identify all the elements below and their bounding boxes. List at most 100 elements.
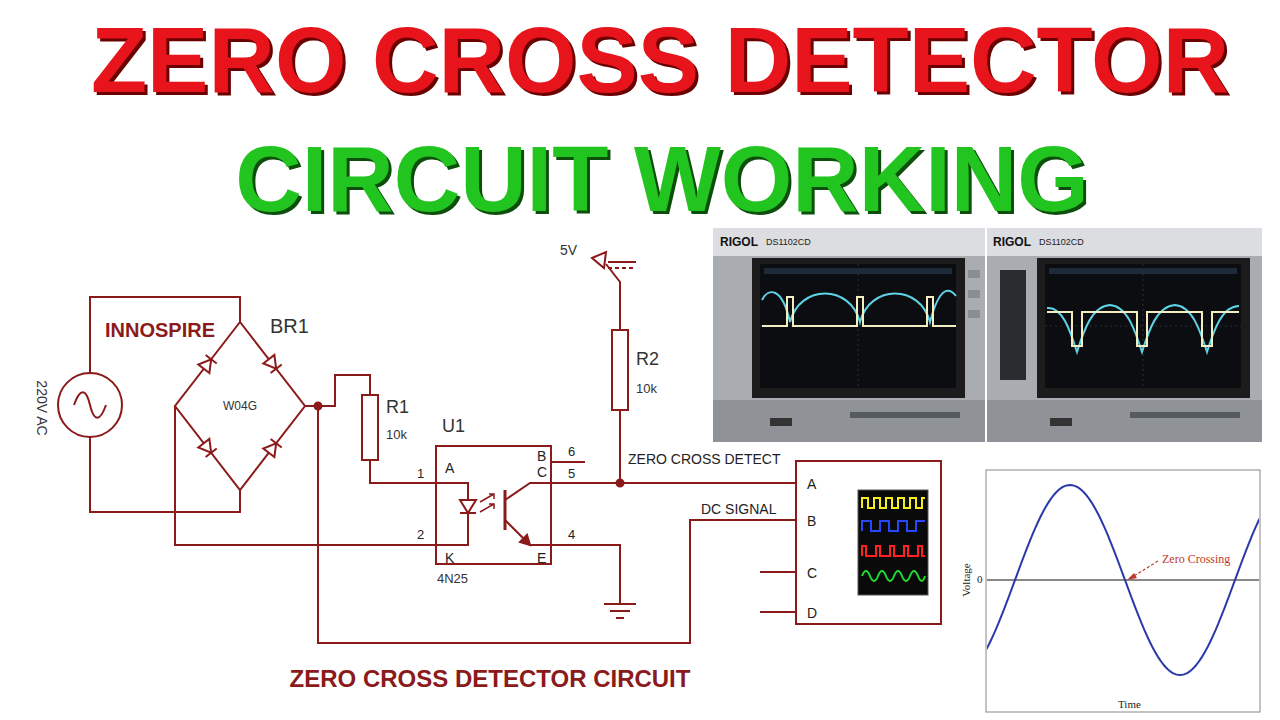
wire xyxy=(552,545,620,603)
diode-symbol xyxy=(198,359,211,373)
photo-ground xyxy=(987,228,1262,442)
scope-top xyxy=(713,228,985,256)
scope-base xyxy=(987,400,1262,442)
screen-bezel xyxy=(1037,258,1250,398)
wire xyxy=(370,460,435,483)
scope-brand: RIGOL xyxy=(993,236,1031,248)
led-symbol xyxy=(460,512,476,514)
led-symbol xyxy=(460,500,476,513)
scope-trace xyxy=(762,297,956,326)
screen-bezel xyxy=(752,258,965,398)
caption: ZERO CROSS DETECTOR CIRCUIT xyxy=(290,667,691,691)
usb-port xyxy=(1050,418,1072,426)
scope-slot xyxy=(850,412,960,418)
ground-symbol xyxy=(604,604,636,618)
trace xyxy=(862,571,925,581)
pin-name: E xyxy=(537,551,546,565)
channel-name: A xyxy=(807,477,816,491)
part-number: 4N25 xyxy=(437,572,468,585)
axis-label: Time xyxy=(1118,699,1141,710)
channel-name: D xyxy=(807,606,817,620)
scope-model: DS1102CD xyxy=(1039,238,1084,247)
pin-wire xyxy=(760,572,795,612)
title: ZERO CROSS DETECTOR xyxy=(91,14,1229,106)
scope-base xyxy=(713,400,985,442)
pin-number: 6 xyxy=(568,445,575,458)
axis-value: 0 xyxy=(977,574,983,585)
part-value: W04G xyxy=(223,400,257,412)
scope-button xyxy=(968,310,980,318)
analyzer-display xyxy=(858,490,928,595)
supply-label: 5V xyxy=(560,243,577,257)
brand-label: INNOSPIRE xyxy=(105,320,215,340)
logic-analyzer-box: A B C D xyxy=(795,460,942,625)
ac-source-wiring xyxy=(58,252,795,618)
scope-brand: RIGOL xyxy=(720,236,758,248)
transistor-symbol xyxy=(504,490,507,530)
photo-ground xyxy=(713,228,985,442)
part-name: R2 xyxy=(636,350,659,368)
status-bar xyxy=(1049,268,1237,274)
pin-wire xyxy=(552,461,585,463)
pin-name: A xyxy=(445,461,454,475)
scope-trace xyxy=(1047,312,1239,346)
optocoupler-box: U1AKBCE xyxy=(435,445,552,565)
part-name: R1 xyxy=(386,398,409,416)
screen-grid xyxy=(1045,264,1241,388)
diode-bar xyxy=(271,439,282,448)
signal-name: ZERO CROSS DETECT xyxy=(627,452,781,466)
part-name: BR1 xyxy=(270,316,309,336)
diode-symbol xyxy=(198,439,211,453)
wire-connector xyxy=(305,406,795,643)
wire xyxy=(606,264,620,330)
wire xyxy=(90,297,240,373)
trace xyxy=(862,546,925,556)
ac-sine-mark xyxy=(74,392,106,418)
leader-arrow xyxy=(1127,573,1137,580)
bridge-diamond xyxy=(175,322,305,490)
supply-symbol xyxy=(592,252,606,268)
pin-name: B xyxy=(537,449,546,463)
light-arrows xyxy=(480,494,494,512)
dc-symbol xyxy=(608,261,636,263)
scope-button xyxy=(968,290,980,298)
wire xyxy=(619,410,621,483)
dc-symbol xyxy=(608,267,636,269)
axis-label: Voltage xyxy=(961,563,972,596)
emitter-arrow xyxy=(520,535,530,545)
zero-axis xyxy=(987,580,1259,581)
pin-number: 5 xyxy=(568,467,575,480)
resistor-symbol xyxy=(612,330,628,410)
pin-number: 1 xyxy=(417,467,424,480)
wire-connector xyxy=(552,482,795,484)
wire-connector xyxy=(175,406,435,545)
ac-source-symbol xyxy=(58,373,122,437)
transistor-collector xyxy=(505,483,552,500)
scope-top xyxy=(987,228,1262,256)
zero-crossing-note: Zero Crossing xyxy=(1162,553,1230,565)
diode-bar xyxy=(206,448,217,457)
scope-model: DS1102CD xyxy=(766,238,811,247)
part-value: 10k xyxy=(636,382,657,395)
oscilloscope-photo xyxy=(987,228,1262,442)
transistor-emitter xyxy=(505,520,552,545)
diode-bar xyxy=(206,355,217,364)
sine-wave xyxy=(987,485,1259,675)
pin-name: K xyxy=(445,551,454,565)
screen-grid xyxy=(760,264,956,388)
trace xyxy=(862,498,925,508)
scope-button xyxy=(968,270,980,278)
bridge-rectifier: BR1W04G xyxy=(175,322,305,490)
status-bar xyxy=(764,268,952,274)
channel-name: C xyxy=(807,566,817,580)
pin-number: 2 xyxy=(417,528,424,541)
subtitle: CIRCUIT WORKING xyxy=(235,133,1088,225)
scope-side xyxy=(1000,270,1026,380)
channel-name: B xyxy=(807,514,816,528)
oscilloscope-photo xyxy=(713,228,985,442)
voltage-rating: 220V AC xyxy=(35,380,49,435)
resistor-symbol xyxy=(362,395,378,460)
diode-symbol xyxy=(263,443,276,457)
